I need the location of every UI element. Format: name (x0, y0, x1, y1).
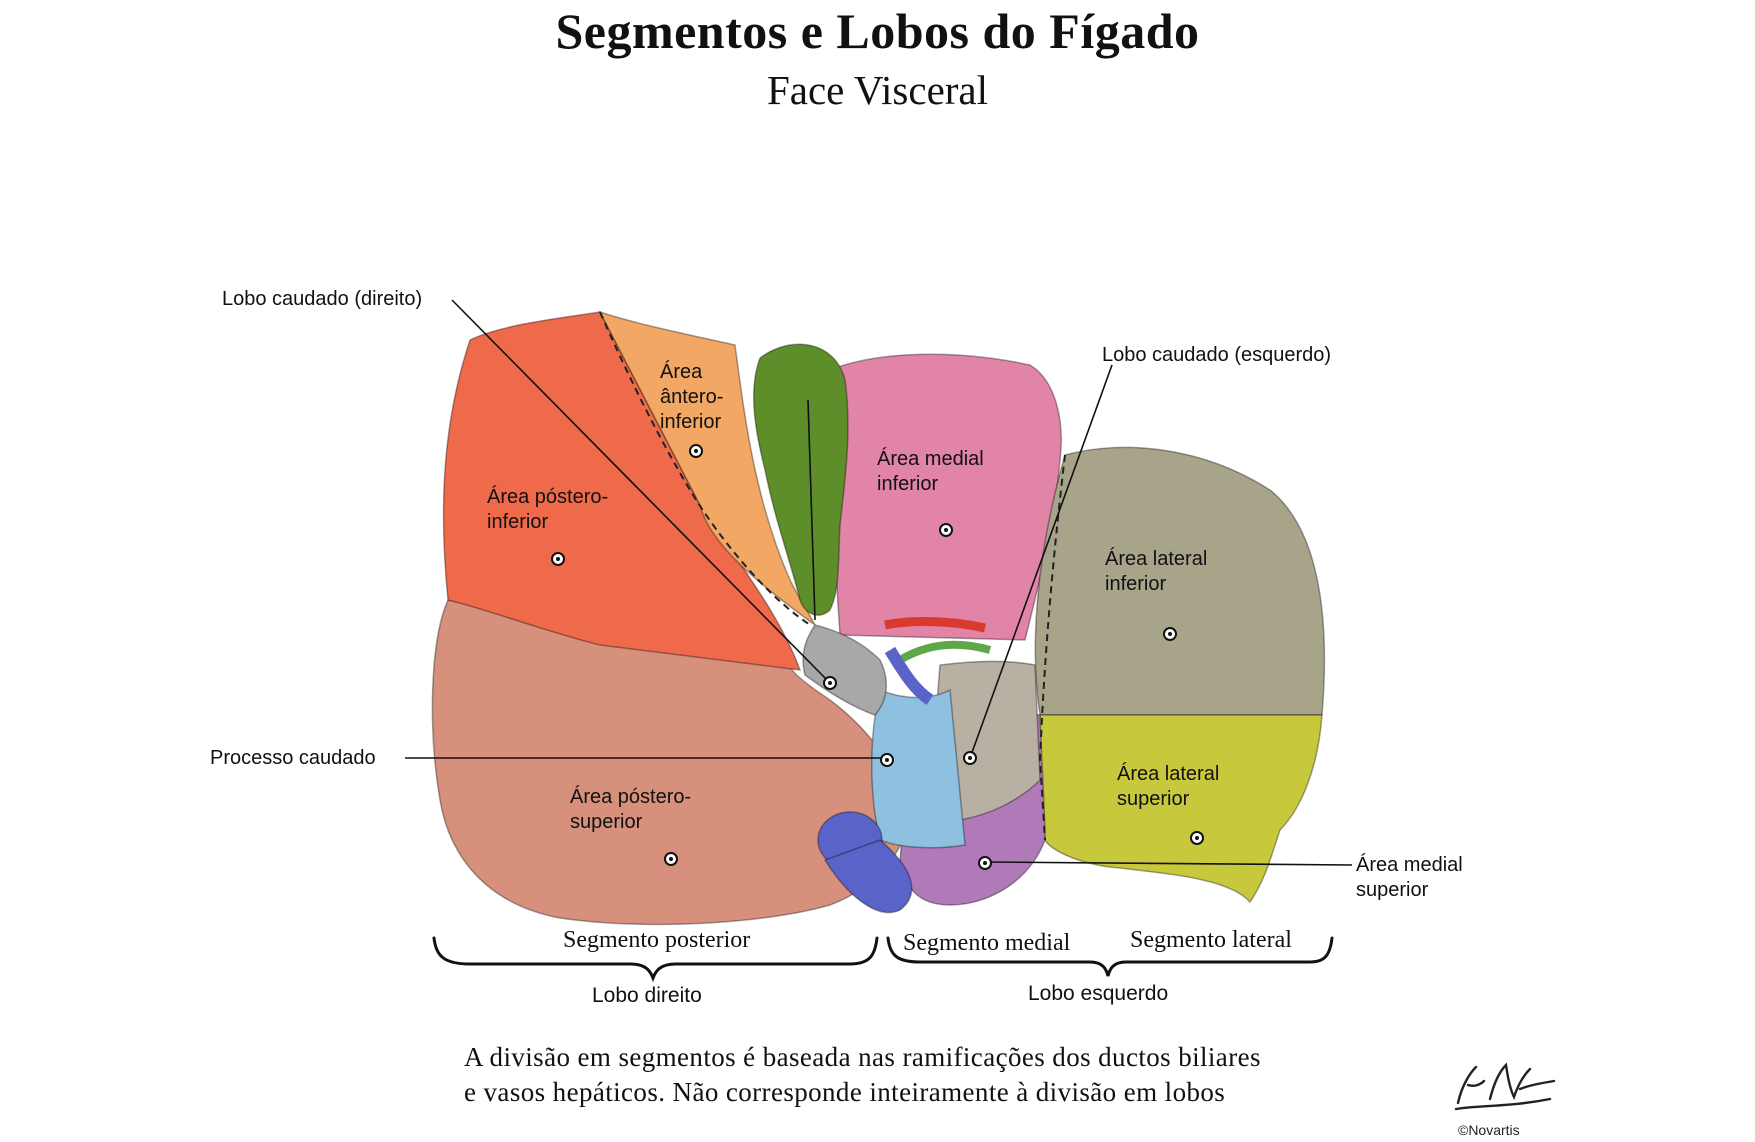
brace-lobo-direito (432, 936, 879, 983)
label-area-medial-inferior: Área medial inferior (877, 448, 984, 495)
label-processo-caudado: Processo caudado (210, 747, 376, 769)
area-postero-superior-region (431, 599, 911, 926)
caudate-process-region (870, 688, 966, 849)
label-lobo-direito: Lobo direito (592, 984, 702, 1007)
credit-novartis: ©Novartis (1458, 1122, 1520, 1138)
caption-line-1: A divisão em segmentos é baseada nas ram… (464, 1042, 1261, 1072)
area-postero-inferior-region (442, 311, 802, 671)
inferior-vena-cava-body (823, 839, 913, 914)
leader-area-medial-superior (984, 861, 1353, 866)
label-area-medial-superior: Área medial superior (1356, 854, 1463, 901)
label-area-lateral-superior: Área lateral superior (1117, 763, 1220, 810)
leader-lobo-caudado-direito (451, 299, 831, 684)
marker-area-lateral-superior-dot (1195, 836, 1199, 840)
marker-area-medial-superior-dot (983, 861, 987, 865)
label-area-antero-inferior: Área ântero- inferior (660, 361, 724, 433)
label-lobo-caudado-esquerdo: Lobo caudado (esquerdo) (1102, 344, 1332, 366)
portal-triad (884, 617, 992, 705)
caption-line-2: e vasos hepáticos. Não corresponde intei… (464, 1077, 1226, 1107)
marker-lobo-caudado-direito-dot (828, 681, 832, 685)
brace-lobo-esquerdo (886, 936, 1334, 977)
marker-area-postero-inferior-dot (556, 557, 560, 561)
label-segmento-medial: Segmento medial (903, 930, 1071, 956)
marker-area-medial-inferior-dot (944, 528, 948, 532)
label-area-postero-inferior: Área póstero- inferior (487, 486, 609, 533)
leader-lobo-caudado-esquerdo (969, 364, 1113, 759)
area-antero-inferior-region (598, 310, 816, 626)
netter-signature-logo (1454, 1062, 1556, 1111)
boundary-medial-lateral (1038, 454, 1066, 841)
boundary-antero-inferior (599, 311, 813, 627)
page-subtitle: Face Visceral (766, 67, 989, 113)
gallbladder-pointer-line (807, 399, 816, 621)
gallbladder (752, 343, 849, 616)
label-segmento-posterior: Segmento posterior (563, 927, 751, 953)
marker-area-antero-inferior-dot (694, 449, 698, 453)
page-title: Segmentos e Lobos do Fígado (555, 3, 1200, 59)
label-area-lateral-inferior: Área lateral inferior (1105, 548, 1208, 595)
marker-processo-caudado-dot (885, 758, 889, 762)
label-area-postero-superior: Área póstero- superior (570, 786, 692, 833)
label-segmento-lateral: Segmento lateral (1130, 927, 1292, 953)
marker-area-postero-superior-dot (669, 857, 673, 861)
label-lobo-caudado-direito: Lobo caudado (direito) (222, 288, 423, 310)
area-lateral-inferior-region (1034, 446, 1326, 716)
label-lobo-esquerdo: Lobo esquerdo (1028, 982, 1169, 1005)
marker-area-lateral-inferior-dot (1168, 632, 1172, 636)
figure-caption: A divisão em segmentos é baseada nas ram… (464, 1040, 1261, 1110)
marker-lobo-caudado-esquerdo-dot (968, 756, 972, 760)
caudate-lobe-right-region (802, 624, 887, 716)
